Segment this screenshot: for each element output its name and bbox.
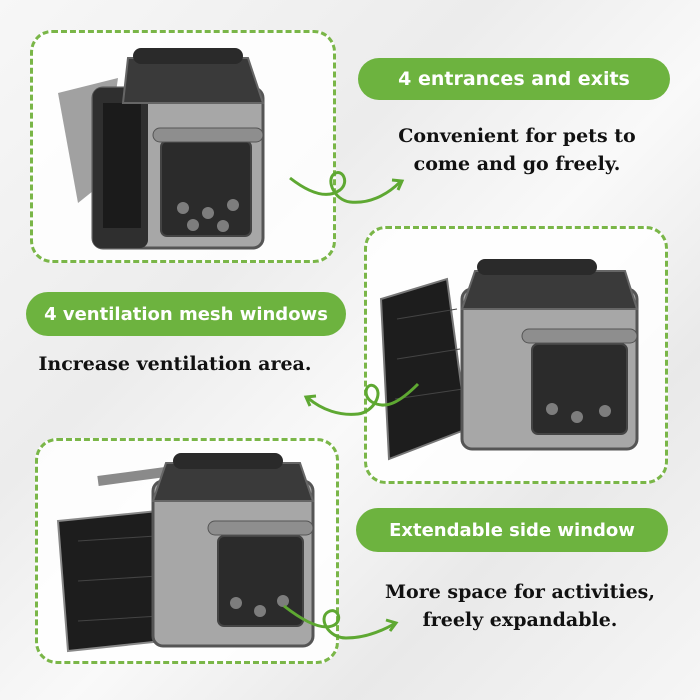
curly-arrow-icon	[303, 382, 420, 416]
feature-1-title-badge: 4 entrances and exits	[358, 58, 670, 100]
feature-3-description: More space for activities, freely expand…	[370, 578, 670, 634]
feature-3-description-line-1: More space for activities,	[385, 581, 655, 603]
feature-3-description-line-2: freely expandable.	[422, 609, 618, 631]
pet-carrier-extended-image	[56, 453, 315, 653]
feature-2-title-badge: 4 ventilation mesh windows	[26, 292, 346, 336]
feature-1-description: Convenient for pets to come and go freel…	[372, 122, 662, 178]
feature-2-description: Increase ventilation area.	[30, 350, 320, 378]
feature-2-photo-frame	[364, 226, 668, 484]
curly-arrow-icon	[289, 171, 405, 204]
curly-arrow-icon	[283, 604, 399, 640]
pet-carrier-image	[58, 48, 265, 250]
feature-1-photo-frame	[30, 30, 336, 263]
feature-3-photo-frame	[35, 438, 339, 664]
feature-1-description-line-2: come and go freely.	[413, 153, 621, 175]
feature-2-description-line-1: Increase ventilation area.	[38, 353, 312, 375]
feature-3-title-badge: Extendable side window	[356, 508, 668, 552]
feature-1-description-line-1: Convenient for pets to	[398, 125, 636, 147]
pet-carrier-open-image	[379, 259, 639, 461]
